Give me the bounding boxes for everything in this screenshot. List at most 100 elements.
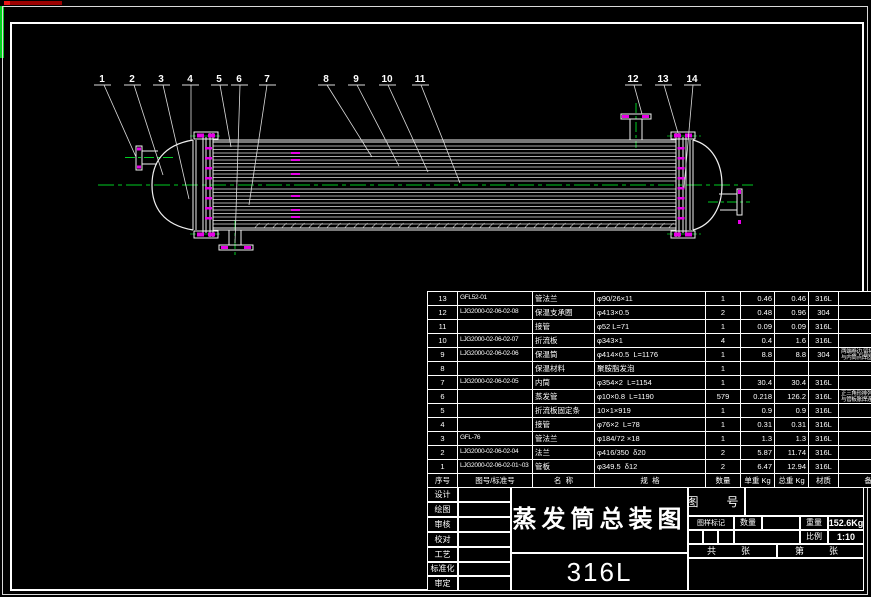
tube-weld-mark [291,152,300,154]
tubesheet-hatch [677,167,685,170]
parts-cell-unit: 0.4 [740,333,775,348]
parts-cell-mat: 316L [808,417,839,432]
tubesheet-hatch [677,197,685,200]
left-nozzle-flange [135,145,143,171]
callout-leader [133,84,164,176]
parts-cell-name: 保温支承圈 [532,305,595,320]
hatch-slash [497,222,503,228]
parts-cell-name: 折流板 [532,333,595,348]
left-head [151,139,194,231]
bolt-band [670,230,696,239]
notes-cell [688,558,864,591]
hatch-slash [524,222,530,228]
hatch-slash [254,222,260,228]
parts-cell-unit: 0.31 [740,417,775,432]
parts-cell-remark [838,445,871,460]
top-nozzle-flange [620,113,652,120]
parts-header-seq: 序号 [427,473,458,488]
signature-value [458,487,511,502]
weld-mark [137,147,141,151]
hatch-slash [425,222,431,228]
signature-label: 审核 [427,517,458,532]
tubesheet-hatch [205,197,212,200]
hatch-slash [587,222,593,228]
parts-cell-name: 蒸发管 [532,389,595,404]
tubesheet-hatch [677,207,685,210]
hatch-slash [272,222,278,228]
hatch-slash [407,222,413,228]
bolt-band [193,131,219,140]
parts-cell-code [457,319,533,334]
parts-cell-remark [838,305,871,320]
signature-value [458,562,511,576]
hatch-slash [641,222,647,228]
signature-label: 审定 [427,576,458,591]
weight-label: 重量 [800,516,828,530]
hatch-slash [542,222,548,228]
parts-cell-total: 30.4 [774,375,809,390]
parts-cell-seq: 11 [427,319,458,334]
hatch-slash [470,222,476,228]
hatch-slash [668,222,674,228]
parts-cell-qty: 1 [705,431,741,446]
callout-leader [420,84,461,184]
signature-label: 设计 [427,487,458,502]
hatch-slash [371,222,377,228]
tubesheet-hatch [205,167,212,170]
hatch-slash [344,222,350,228]
parts-cell-remark [838,403,871,418]
parts-cell-unit: 0.46 [740,291,775,306]
hatch-slash [605,222,611,228]
parts-cell-spec: φ90/26×11 [594,291,706,306]
signature-value [458,517,511,532]
parts-cell-total: 1.6 [774,333,809,348]
signature-value [458,532,511,547]
parts-cell-spec: φ354×2 L=1154 [594,375,706,390]
weld-mark [208,232,215,237]
parts-cell-unit: 0.9 [740,403,775,418]
callout-leader [234,84,241,244]
hatch-slash [443,222,449,228]
hatch-slash [515,222,521,228]
parts-header-remark: 备 注 [838,473,871,488]
revision-cell [718,530,734,544]
hatch-slash [623,222,629,228]
parts-cell-qty: 1 [705,361,741,376]
parts-cell-mat: 304 [808,305,839,320]
parts-cell-unit: 0.48 [740,305,775,320]
hatch-slash [290,222,296,228]
parts-cell-qty: 2 [705,459,741,474]
bolt-band [670,131,696,140]
weld-mark [642,115,649,118]
hatch-slash [650,222,656,228]
sheet-number: 第 张 [777,544,864,558]
parts-header-name: 名 称 [532,473,595,488]
hatch-slash [614,222,620,228]
parts-cell-unit: 1.3 [740,431,775,446]
parts-cell-mat: 316L [808,319,839,334]
hatch-slash [380,222,386,228]
weld-mark [738,190,741,194]
weld-mark [197,133,204,138]
hatch-slash [353,222,359,228]
parts-cell-seq: 7 [427,375,458,390]
parts-cell-name: 法兰 [532,445,595,460]
callout-number: 3 [158,74,164,85]
parts-cell-code: GFL52-01 [457,291,533,306]
signature-label: 标准化 [427,562,458,576]
parts-cell-name: 保温材料 [532,361,595,376]
parts-cell-seq: 10 [427,333,458,348]
hatch-slash [326,222,332,228]
parts-header-mat: 材质 [808,473,839,488]
parts-cell-spec: 聚胺脂发泡 [594,361,706,376]
parts-cell-remark [838,361,871,376]
parts-cell-total [774,361,809,376]
parts-cell-mat: 316L [808,291,839,306]
